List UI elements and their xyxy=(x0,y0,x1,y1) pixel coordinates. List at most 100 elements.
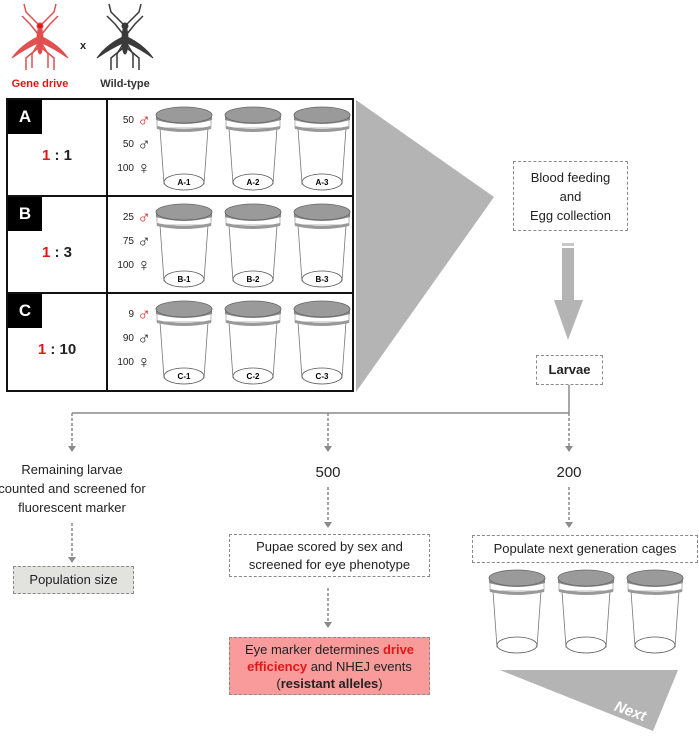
treatment-label-cell: B 1 : 3 xyxy=(8,197,108,292)
down-arrow-icon xyxy=(554,243,583,340)
paren-close: ) xyxy=(378,676,383,691)
treatment-row-b: B 1 : 3 25♂ 75♂ 100♀ B-1 B-2 B-3 xyxy=(8,197,352,294)
eye-marker-text: Eye marker determines xyxy=(244,642,383,657)
populate-label: Populate next generation cages xyxy=(493,541,677,556)
eye-marker-box: Eye marker determines drive efficiency a… xyxy=(229,637,430,695)
treatment-grid: A 1 : 1 50♂ 50♂ 100♀ A-1 A-2 A-3 B 1 : 3 xyxy=(6,98,354,392)
male-symbol-icon: ♂ xyxy=(137,231,151,251)
pupae-line-1: Pupae scored by sex and xyxy=(256,539,403,554)
count-wt-male: 90 xyxy=(122,332,134,344)
cage-label: B-2 xyxy=(247,275,260,284)
arrowhead-icon xyxy=(68,557,76,563)
count-wt-female: 100 xyxy=(117,162,134,174)
pupae-line-2: screened for eye phenotype xyxy=(248,557,411,572)
ratio-separator: : xyxy=(50,147,64,164)
resistant-alleles: resistant alleles xyxy=(280,676,379,691)
branch-left-line-2: counted and screened for xyxy=(0,481,146,496)
cage-label: A-1 xyxy=(178,178,191,187)
arrowhead-icon xyxy=(68,446,76,452)
ratio-wild-type: 3 xyxy=(63,244,73,261)
arrowhead-icon xyxy=(324,622,332,628)
branch-left-text: Remaining larvae counted and screened fo… xyxy=(0,460,148,517)
next-cage-3 xyxy=(626,569,684,654)
arrowhead-icon xyxy=(324,446,332,452)
next-cage-1 xyxy=(488,569,546,654)
blood-feeding-line-3: Egg collection xyxy=(530,208,611,223)
wild-type-label: Wild-type xyxy=(100,78,150,90)
arrowhead-icon xyxy=(565,446,573,452)
treatment-badge: C xyxy=(8,294,42,328)
population-size-box: Population size xyxy=(13,566,134,594)
drive-highlight: drive xyxy=(382,642,415,657)
treatment-label-cell: A 1 : 1 xyxy=(8,100,108,195)
female-symbol-icon: ♀ xyxy=(137,158,151,178)
count-gd-male: 9 xyxy=(128,308,134,320)
next-triangle xyxy=(500,670,678,731)
treatment-label-cell: C 1 : 10 xyxy=(8,294,108,391)
ratio-separator: : xyxy=(50,244,64,261)
count-wt-female: 100 xyxy=(117,259,134,271)
pupae-box: Pupae scored by sex and screened for eye… xyxy=(229,534,430,577)
cage-label: C-1 xyxy=(178,372,191,381)
ratio-wild-type: 10 xyxy=(59,341,77,358)
male-symbol-icon: ♂ xyxy=(137,328,151,348)
counts: 50♂ 50♂ 100♀ xyxy=(112,108,152,180)
funnel-triangle xyxy=(356,100,494,392)
gene-drive-mosquito-icon xyxy=(11,3,69,70)
count-wt-female: 100 xyxy=(117,356,134,368)
female-symbol-icon: ♀ xyxy=(137,352,151,372)
treatment-row-c: C 1 : 10 9♂ 90♂ 100♀ C-1 C-2 C-3 xyxy=(8,294,352,391)
blood-feeding-line-1: Blood feeding xyxy=(530,170,611,185)
cage-label: B-1 xyxy=(178,275,191,284)
count-wt-male: 50 xyxy=(122,138,134,150)
arrowhead-icon xyxy=(565,522,573,528)
ratio-gene-drive: 1 xyxy=(41,244,51,261)
count-gd-male: 50 xyxy=(122,114,134,126)
ratio-gene-drive: 1 xyxy=(37,341,47,358)
efficiency-highlight: efficiency xyxy=(247,659,308,674)
count-gd-male: 25 xyxy=(122,211,134,223)
paren-open: ( xyxy=(276,676,281,691)
count-wt-male: 75 xyxy=(122,235,134,247)
branch-left-line-3: fluorescent marker xyxy=(18,500,126,515)
gene-drive-label: Gene drive xyxy=(11,78,69,90)
cage-label: C-2 xyxy=(247,372,260,381)
female-symbol-icon: ♀ xyxy=(137,255,151,275)
next-cage-2 xyxy=(557,569,615,654)
eye-marker-text-2: and NHEJ events xyxy=(307,659,412,674)
cages: A-1 A-2 A-3 xyxy=(155,106,351,191)
ratio-wild-type: 1 xyxy=(63,147,73,164)
male-symbol-icon: ♂ xyxy=(137,207,151,227)
ratio: 1 : 10 xyxy=(8,341,106,358)
branch-left-line-1: Remaining larvae xyxy=(21,462,123,477)
cage-label: B-3 xyxy=(316,275,329,284)
treatment-row-a: A 1 : 1 50♂ 50♂ 100♀ A-1 A-2 A-3 xyxy=(8,100,352,197)
male-symbol-icon: ♂ xyxy=(137,134,151,154)
larvae-box: Larvae xyxy=(536,355,603,385)
male-symbol-icon: ♂ xyxy=(137,304,151,324)
cages: B-1 B-2 B-3 xyxy=(155,203,351,288)
wild-type-mosquito-icon xyxy=(96,3,154,70)
cage-label: C-3 xyxy=(316,372,329,381)
male-symbol-icon: ♂ xyxy=(137,110,151,130)
treatment-badge: B xyxy=(8,197,42,231)
cage-label: A-2 xyxy=(247,178,260,187)
blood-feeding-box: Blood feeding and Egg collection xyxy=(513,161,628,231)
blood-feeding-line-2: and xyxy=(559,189,582,204)
counts: 9♂ 90♂ 100♀ xyxy=(112,302,152,374)
ratio-gene-drive: 1 xyxy=(41,147,51,164)
population-size-label: Population size xyxy=(29,572,118,587)
ratio-separator: : xyxy=(46,341,60,358)
ratio: 1 : 3 xyxy=(8,244,106,261)
treatment-badge: A xyxy=(8,100,42,134)
populate-box: Populate next generation cages xyxy=(472,535,698,563)
cross-symbol: x xyxy=(80,40,87,52)
branch-mid-count: 500 xyxy=(315,464,341,481)
cages: C-1 C-2 C-3 xyxy=(155,300,351,385)
arrowhead-icon xyxy=(324,522,332,528)
branch-right-count: 200 xyxy=(556,464,582,481)
counts: 25♂ 75♂ 100♀ xyxy=(112,205,152,277)
cage-label: A-3 xyxy=(316,178,329,187)
ratio: 1 : 1 xyxy=(8,147,106,164)
